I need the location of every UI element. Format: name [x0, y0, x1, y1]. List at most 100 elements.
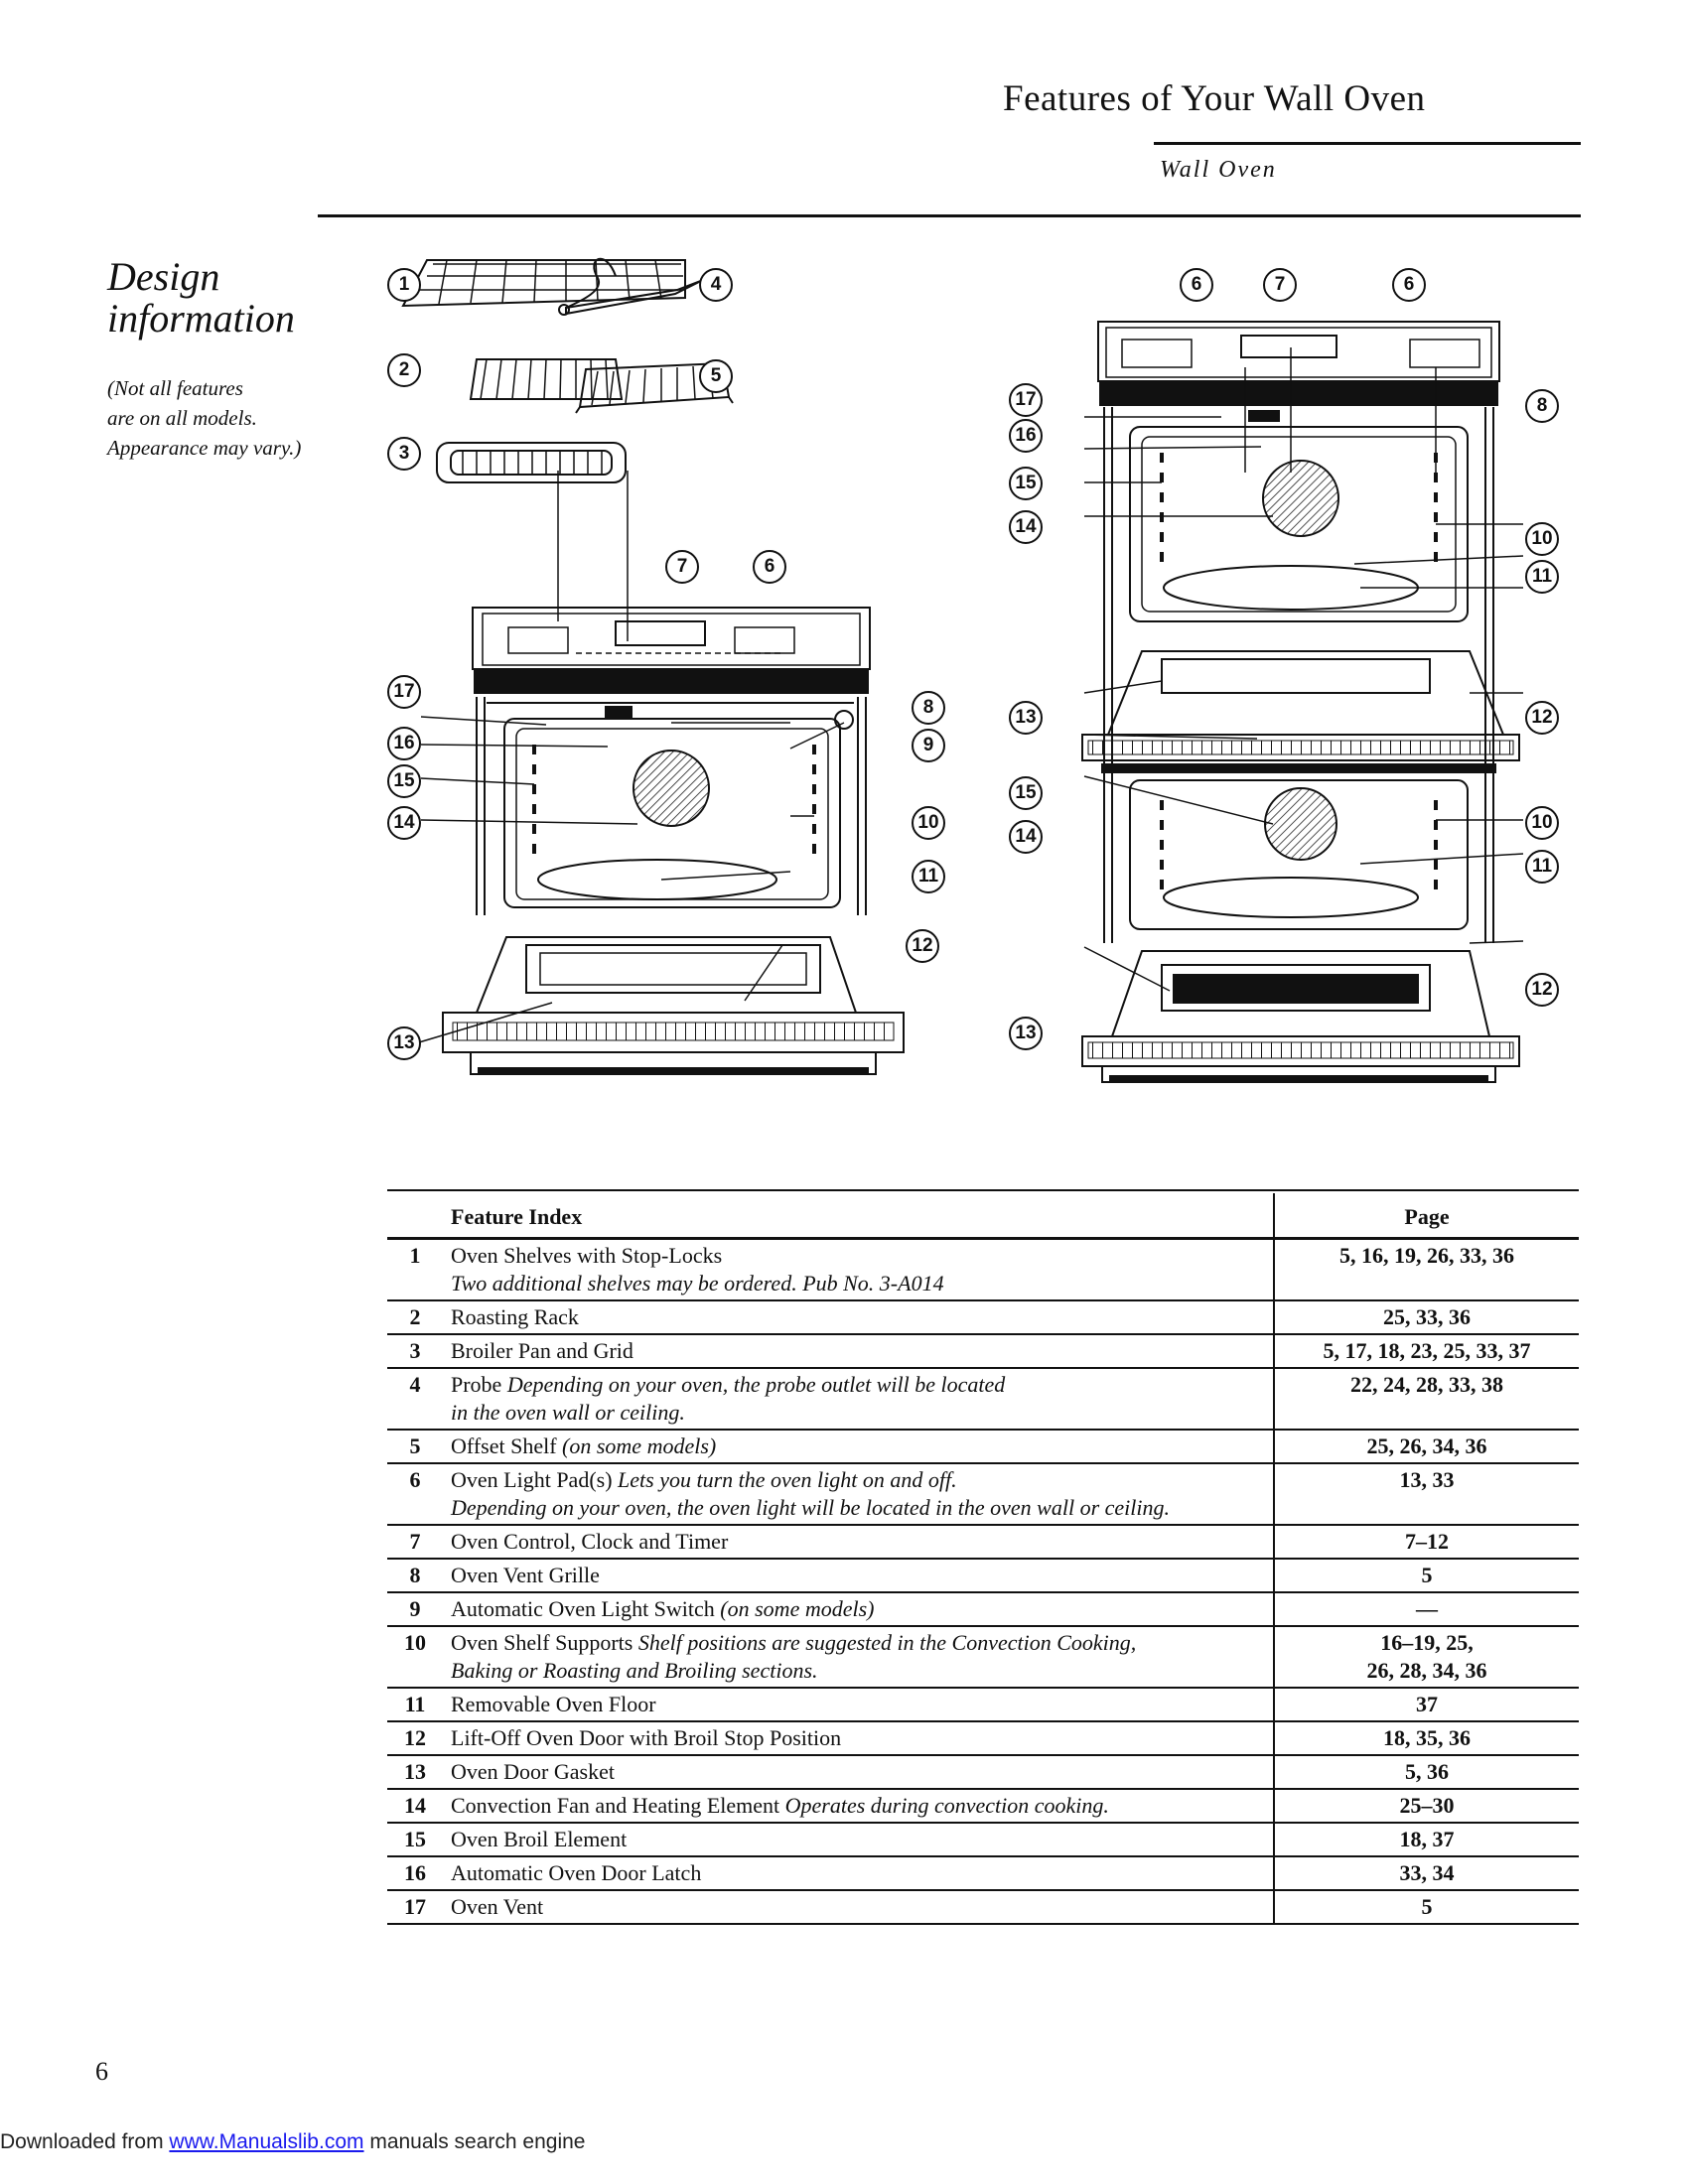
page-refs-line: 16–19, 25, [1380, 1630, 1474, 1655]
page-refs-line: 5, 36 [1405, 1759, 1449, 1784]
callout-16: 16 [387, 727, 421, 760]
page-number: 6 [95, 2057, 108, 2086]
callout-9: 9 [912, 729, 945, 762]
feature-cell: Roasting Rack [443, 1300, 1274, 1334]
callout-10: 10 [912, 806, 945, 840]
page-refs-line: 26, 28, 34, 36 [1366, 1658, 1487, 1683]
footer-suffix: manuals search engine [363, 2130, 586, 2153]
page-refs-line: 5 [1421, 1894, 1433, 1919]
callout-6: 6 [1392, 268, 1426, 302]
table-row: 3 Broiler Pan and Grid 5, 17, 18, 23, 25, … [387, 1334, 1579, 1368]
page-refs-line: 37 [1416, 1692, 1438, 1716]
note-line: Appearance may vary.) [107, 436, 302, 460]
offset-shelf-illustration [575, 361, 734, 414]
header-rule [1154, 142, 1581, 145]
page-refs-line: 7–12 [1405, 1529, 1449, 1554]
page-title: Features of Your Wall Oven [1003, 78, 1426, 119]
feature-number: 16 [404, 1860, 426, 1885]
callout-15: 15 [1009, 467, 1043, 500]
feature-note: Baking or Roasting and Broiling sections… [451, 1658, 818, 1683]
feature-name: Oven Shelf Supports [451, 1630, 633, 1655]
feature-note-inline: Depending on your oven, the probe outlet… [506, 1372, 1006, 1397]
feature-name: Automatic Oven Light Switch [451, 1596, 715, 1621]
feature-note-inline: (on some models) [720, 1596, 875, 1621]
feature-note: Depending on your oven, the oven light w… [451, 1495, 1171, 1520]
feature-cell: Offset Shelf (on some models) [443, 1430, 1274, 1463]
callout-5: 5 [699, 359, 733, 393]
broiler-pan-illustration [436, 442, 627, 483]
single-oven-illustration [442, 607, 905, 1075]
page-refs: 25, 26, 34, 36 [1273, 1430, 1579, 1463]
callout-10: 10 [1525, 522, 1559, 556]
section-note: (Not all features are on all models. App… [107, 373, 301, 463]
callout-4: 4 [699, 268, 733, 302]
callout-11: 11 [1525, 850, 1559, 884]
feature-cell: Oven Vent [443, 1890, 1274, 1924]
table-top-rule [387, 1189, 1579, 1191]
feature-number: 3 [409, 1338, 421, 1363]
footer-prefix: Downloaded from [0, 2130, 170, 2153]
feature-note: in the oven wall or ceiling. [451, 1400, 685, 1425]
feature-number: 9 [409, 1596, 421, 1621]
feature-number: 5 [409, 1433, 421, 1458]
page-refs: 33, 34 [1273, 1856, 1579, 1890]
callout-17: 17 [1009, 383, 1043, 417]
page-refs: 5 [1273, 1890, 1579, 1924]
page-refs-line: 5 [1421, 1563, 1433, 1587]
callout-17: 17 [387, 675, 421, 709]
probe-illustration [558, 257, 704, 316]
page-refs: 7–12 [1273, 1525, 1579, 1559]
callout-13: 13 [1009, 701, 1043, 735]
callout-7: 7 [1263, 268, 1297, 302]
feature-name: Oven Light Pad(s) [451, 1467, 613, 1492]
feature-name: Roasting Rack [451, 1304, 579, 1329]
feature-name: Oven Shelves with Stop-Locks [451, 1243, 723, 1268]
feature-cell: Oven Light Pad(s) Lets you turn the oven… [443, 1463, 1274, 1525]
feature-cell: Lift-Off Oven Door with Broil Stop Posit… [443, 1721, 1274, 1755]
table-row: 9 Automatic Oven Light Switch (on some mo… [387, 1592, 1579, 1626]
callout-3: 3 [387, 437, 421, 471]
oven-diagram [401, 257, 1524, 1083]
page-refs-line: 5, 17, 18, 23, 25, 33, 37 [1323, 1338, 1531, 1363]
feature-cell: Oven Shelf Supports Shelf positions are … [443, 1626, 1274, 1688]
feature-number: 14 [404, 1793, 426, 1818]
feature-cell: Automatic Oven Door Latch [443, 1856, 1274, 1890]
feature-name: Broiler Pan and Grid [451, 1338, 633, 1363]
callout-15: 15 [387, 764, 421, 798]
note-line: (Not all features [107, 376, 243, 400]
page-refs: 5 [1273, 1559, 1579, 1592]
page-refs: 13, 33 [1273, 1463, 1579, 1525]
roasting-rack-illustration [469, 358, 624, 400]
feature-number: 1 [409, 1243, 421, 1268]
callout-12: 12 [1525, 701, 1559, 735]
table-row: 5 Offset Shelf (on some models) 25, 26, 34… [387, 1430, 1579, 1463]
callout-2: 2 [387, 353, 421, 387]
callout-11: 11 [912, 860, 945, 893]
feature-cell: Oven Door Gasket [443, 1755, 1274, 1789]
page-refs-line: 25–30 [1399, 1793, 1455, 1818]
feature-name: Offset Shelf [451, 1433, 557, 1458]
feature-name: Oven Vent [451, 1894, 544, 1919]
callout-11: 11 [1525, 560, 1559, 594]
callout-6: 6 [1180, 268, 1213, 302]
page-refs-line: 22, 24, 28, 33, 38 [1350, 1372, 1503, 1397]
feature-number: 4 [409, 1372, 421, 1397]
manualslib-link[interactable]: www.Manualslib.com [169, 2130, 364, 2153]
page-refs-line: 25, 26, 34, 36 [1366, 1433, 1487, 1458]
callout-7: 7 [665, 550, 699, 584]
page-refs: 5, 16, 19, 26, 33, 36 [1273, 1238, 1579, 1300]
callout-8: 8 [1525, 389, 1559, 423]
note-line: are on all models. [107, 406, 257, 430]
page-refs-line: 18, 35, 36 [1383, 1725, 1471, 1750]
feature-cell: Oven Control, Clock and Timer [443, 1525, 1274, 1559]
page-refs-line: 33, 34 [1399, 1860, 1455, 1885]
feature-number: 17 [404, 1894, 426, 1919]
